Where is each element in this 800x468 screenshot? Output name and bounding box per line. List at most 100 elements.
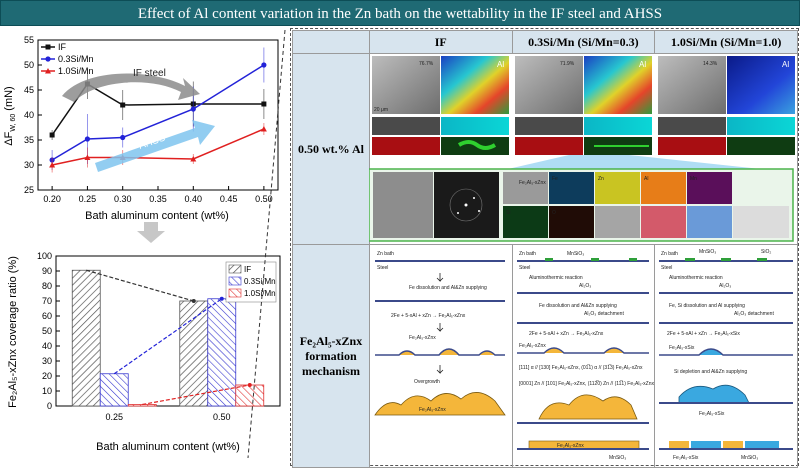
data-point: [261, 62, 267, 68]
p10-step1: Aluminothermic reaction: [669, 275, 723, 281]
bar-legend-10: 1.0Si/Mn: [244, 289, 276, 298]
corner-cell: [292, 30, 370, 54]
bottom-y-tick-label: 20: [42, 371, 52, 381]
bottom-chart-bars: [71, 269, 265, 407]
p10-final-product: Fe₂Al₅-xSix: [673, 455, 699, 461]
if-overgrowth-label: Fe₂Al₅-xZnx: [419, 407, 446, 413]
mechanism-schematics: Zn bath Steel Fe dissolution and Al&Zn s…: [374, 249, 793, 461]
map-mn-label: Mn: [690, 176, 697, 182]
top-chart-ylabel: ΔFW, 60 (mN): [3, 86, 17, 145]
p03-coverage-label: 71.9%: [560, 61, 575, 67]
p03-steel: Steel: [519, 265, 530, 271]
bottom-chart-legend: IF 0.3Si/Mn 1.0Si/Mn: [225, 261, 277, 303]
if-al-label: Al: [497, 60, 504, 69]
svg-text:ΔFW, 60 (mN): ΔFW, 60 (mN): [3, 86, 17, 145]
top-chart-frame: [37, 39, 279, 191]
mechanism-03: Zn bath MnSiO₃ Steel Aluminothermic reac…: [517, 251, 654, 461]
if-scale-label: 20 μm: [374, 107, 388, 113]
data-point: [120, 134, 126, 141]
p10-step2: Fe, Si dissolution and Al supplying: [669, 303, 745, 309]
top-x-tick-label: 0.20: [43, 194, 61, 204]
column-header-if: IF: [368, 30, 513, 54]
column-header-10: 1.0Si/Mn (Si/Mn=1.0): [654, 30, 798, 54]
map-o-label: O: [552, 210, 556, 216]
map-al-label: Al: [644, 176, 648, 182]
p10-micrographs: 14.3% Al: [658, 56, 795, 155]
p03-final-mnsio: MnSiO₃: [609, 455, 626, 461]
tem-detail-panel: Fe₂Al₅-xZnx Fe Zn Al Mn Si O: [369, 168, 794, 242]
banner-title: Effect of Al content variation in the Zn…: [0, 0, 800, 26]
p03-al-label: Al: [639, 60, 646, 69]
mechanism-10: Zn bath MnSiO₃ SiO₂ Steel Aluminothermic…: [659, 249, 793, 461]
p10-coverage-label: 14.3%: [703, 61, 718, 67]
bottom-y-tick-label: 80: [42, 281, 52, 291]
banner-title-text: Effect of Al content variation in the Zn…: [137, 6, 663, 22]
bottom-chart-xlabel: Bath aluminum content (wt%): [96, 441, 240, 453]
top-chart-xlabel: Bath aluminum content (wt%): [85, 210, 229, 222]
legend-03: 0.3Si/Mn: [58, 54, 94, 64]
bottom-y-tick-label: 60: [42, 311, 52, 321]
top-y-tick-label: 45: [24, 85, 34, 95]
top-x-tick-label: 0.30: [114, 194, 132, 204]
p10-al2o3: Al₂O₃: [719, 283, 731, 289]
legend-10: 1.0Si/Mn: [58, 66, 94, 76]
trend-line-0: [86, 269, 194, 302]
if-steel-arrow-icon: [62, 73, 200, 102]
if-coverage-label: 76.7%: [419, 61, 434, 67]
top-y-tick-label: 25: [24, 185, 34, 195]
bar-legend-if: IF: [244, 265, 251, 274]
data-point: [190, 106, 196, 112]
connector-lines: [247, 29, 286, 459]
data-point: [49, 162, 56, 168]
mechanism-if-cell: [368, 244, 513, 468]
p03-eq: 2Fe + 5-xAl + xZn → Fe₂Al₅-xZnx: [529, 331, 604, 337]
p03-mnsio: MnSiO₃: [567, 251, 584, 257]
top-y-tick-label: 30: [24, 160, 34, 170]
mechanism-10-cell: [654, 244, 798, 468]
p03-orientation1: [111] α // [130] Fe₂Al₅-xZnx, (01̅1) α /…: [519, 364, 643, 371]
mechanism-formation: formation: [305, 348, 357, 363]
p10-eq: 2Fe + 5-xAl + xZn → Fe₂Al₅-xSix: [667, 331, 740, 337]
bar-2-0: [127, 404, 157, 407]
top-y-tick-label: 35: [24, 135, 34, 145]
bar-1-0: [99, 373, 129, 407]
p03-al2o3: Al₂O₃: [579, 283, 591, 289]
data-point: [190, 156, 197, 162]
p03-step1: Aluminothermic reaction: [529, 275, 583, 281]
micrograph-images: 76.7% Al 20 μm 71.9% Al 14.3% Al: [369, 56, 795, 242]
p03-product-label: Fe₂Al₅-xZnx: [519, 343, 546, 349]
bottom-chart-ylabel: Fe₂Al₅-xZnx coverage ratio (%): [7, 256, 19, 408]
if-eq: 2Fe + 5-xAl + xZn → Fe₂Al₅-xZnx: [391, 313, 466, 319]
p03-micrographs: 71.9% Al: [515, 56, 652, 155]
mechanism-title: Fe₂Al₅-xZnx: [299, 333, 363, 348]
data-point: [120, 102, 126, 108]
top-y-tick-label: 55: [24, 35, 34, 45]
top-x-tick-label: 0.40: [185, 194, 203, 204]
data-point: [261, 101, 267, 107]
if-micrographs: 76.7% Al 20 μm: [372, 56, 509, 155]
p10-final-mnsio: MnSiO₃: [741, 455, 758, 461]
map-si-label: Si: [506, 210, 510, 216]
map-fe-label: Fe: [552, 176, 558, 182]
p03-orientation2: [0001] Zn // [101] Fe₂Al₅-xZnx, (112̅0) …: [519, 380, 654, 387]
trend-end: [219, 296, 224, 301]
zoom-fan: [499, 155, 779, 171]
p10-zn-bath: Zn bath: [661, 251, 678, 257]
mechanism-word: mechanism: [301, 363, 360, 378]
data-point: [84, 154, 91, 160]
column-header-03: 0.3Si/Mn (Si/Mn=0.3): [511, 30, 656, 54]
bottom-y-tick-label: 0: [47, 401, 52, 411]
p10-product-label2: Fe₂Al₅-xSix: [699, 411, 725, 417]
top-x-tick-label: 0.35: [149, 194, 167, 204]
p03-step2: Fe dissolution and Al&Zn supplying: [539, 303, 617, 309]
top-y-tick-label: 40: [24, 110, 34, 120]
bottom-x-tick-label: 0.25: [105, 412, 123, 422]
bottom-y-tick-label: 70: [42, 296, 52, 306]
data-point: [84, 136, 91, 142]
data-point: [49, 132, 55, 138]
p10-detach: Al₂O₃ detachment: [734, 311, 774, 317]
row-label-050-al: 0.50 wt.% Al: [292, 53, 370, 245]
if-steel: Steel: [377, 265, 388, 271]
